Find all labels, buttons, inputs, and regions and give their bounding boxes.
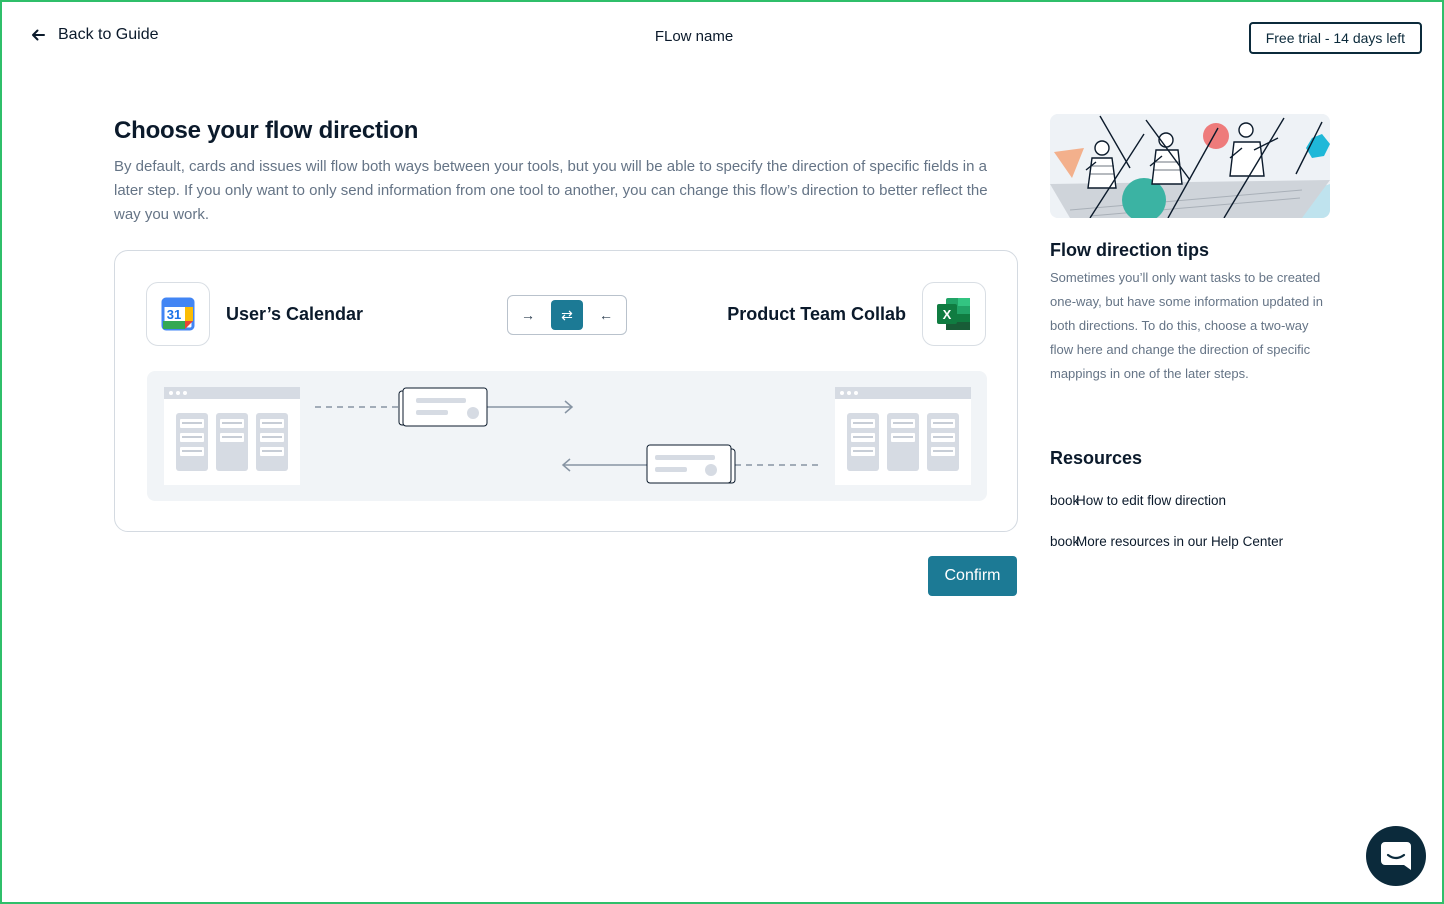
left-app-name: User’s Calendar [226, 304, 364, 324]
calendar-day-text: 31 [167, 307, 181, 322]
back-to-guide-link[interactable]: Back to Guide [30, 26, 159, 44]
direction-one-way-right-button[interactable]: → [512, 300, 544, 330]
right-board-illustration [835, 387, 971, 485]
google-calendar-icon: 31 [161, 297, 195, 331]
flow-direction-toggle: → ⇄ ← [507, 295, 627, 335]
right-app-tile: X [922, 282, 986, 346]
back-label: Back to Guide [58, 26, 159, 43]
resource-link-label: How to edit flow direction [1076, 493, 1227, 508]
free-trial-badge[interactable]: Free trial - 14 days left [1248, 22, 1422, 54]
confirm-button[interactable]: Confirm [928, 556, 1017, 596]
excel-icon: X [937, 298, 970, 330]
flow-name[interactable]: FLow name [654, 28, 734, 45]
excel-letter: X [943, 307, 952, 322]
rowing-team-illustration [1050, 114, 1330, 218]
resources-title: Resources [1050, 448, 1143, 468]
sync-arrows-illustration [315, 387, 819, 484]
page-description: By default, cards and issues will flow b… [114, 158, 988, 223]
book-icon: book [1050, 534, 1080, 549]
tips-text: Sometimes you’ll only want tasks to be c… [1050, 270, 1323, 381]
chat-icon [1381, 842, 1411, 870]
arrow-right-icon: → [521, 307, 535, 323]
arrow-left-icon [32, 29, 45, 41]
page-title: Choose your flow direction [114, 117, 419, 144]
tips-title: Flow direction tips [1050, 240, 1210, 260]
direction-two-way-button[interactable]: ⇄ [551, 300, 583, 330]
two-way-arrows-icon: ⇄ [561, 306, 573, 323]
sync-diagram [147, 371, 987, 501]
left-app-tile: 31 [146, 282, 210, 346]
chat-launcher-button[interactable] [1366, 826, 1426, 886]
right-app-name: Product Team Collab [727, 304, 906, 324]
arrow-left-icon: ← [599, 307, 613, 323]
left-board-illustration [164, 387, 300, 485]
direction-one-way-left-button[interactable]: ← [590, 300, 622, 330]
resource-link-label: More resources in our Help Center [1076, 534, 1284, 549]
book-icon: book [1050, 493, 1080, 508]
flow-direction-card: 31 User’s Calendar → ⇄ ← Product Team Co… [114, 250, 1018, 532]
